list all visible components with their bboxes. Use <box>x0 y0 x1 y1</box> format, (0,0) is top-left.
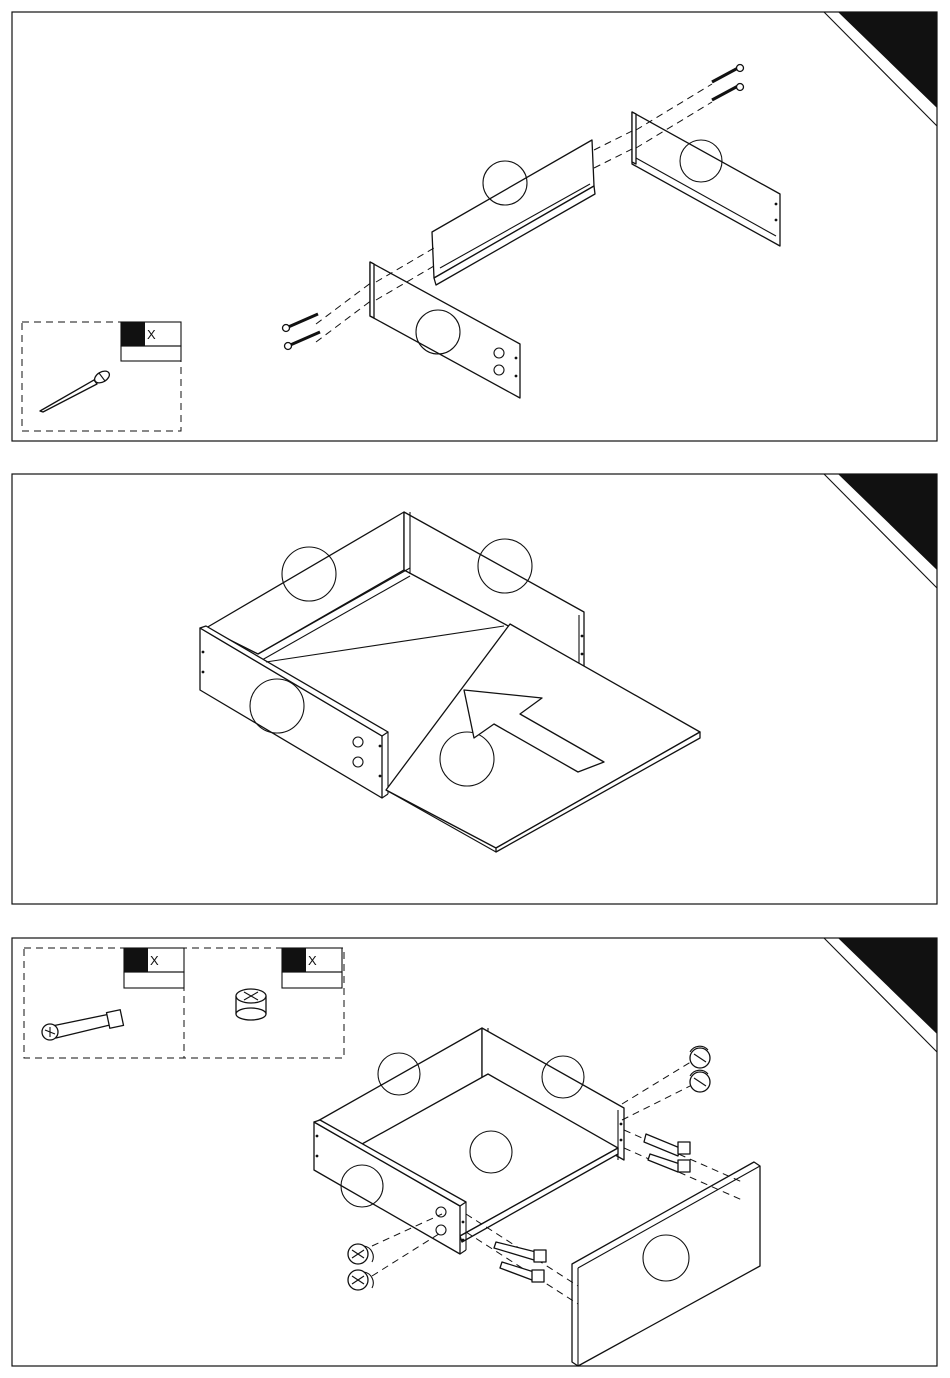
quantity-marker: X <box>147 327 156 342</box>
step-1-panel: X <box>12 12 937 441</box>
step-3-panel: X X <box>12 938 937 1366</box>
quantity-marker: X <box>150 953 159 968</box>
cam-lock-icon <box>236 989 266 1020</box>
step-2-panel <box>12 474 937 904</box>
quantity-marker: X <box>308 953 317 968</box>
